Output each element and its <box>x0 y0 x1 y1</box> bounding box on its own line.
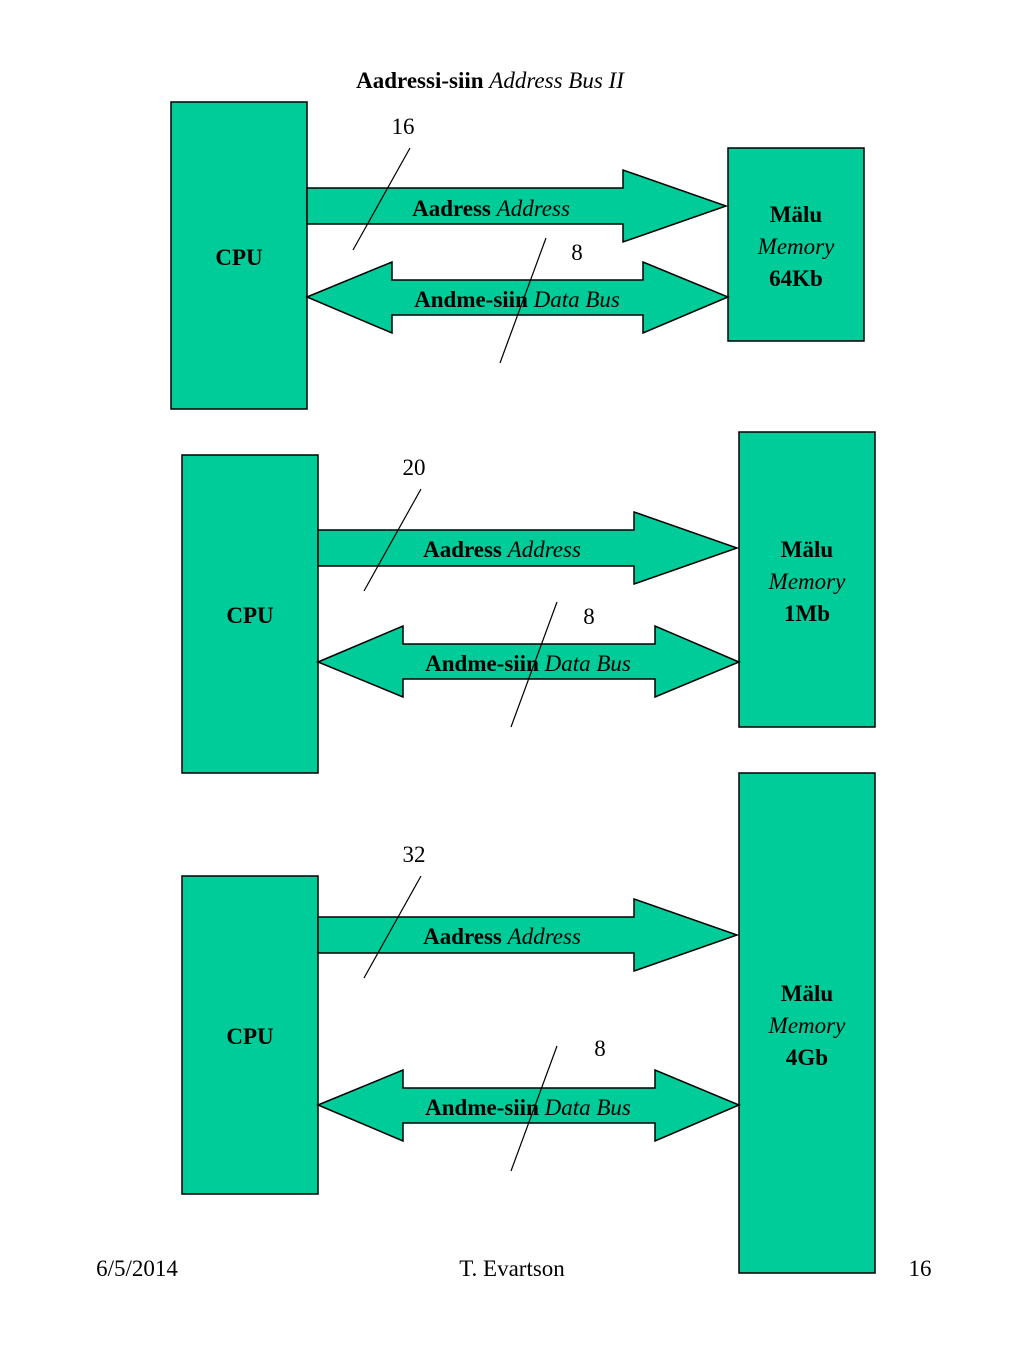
data-bus-width: 8 <box>571 240 583 265</box>
address-bus-label-italic: Address <box>506 537 581 562</box>
memory-size: 64Kb <box>769 266 823 291</box>
slide-title-italic: Address Bus II <box>487 68 625 93</box>
memory-size: 1Mb <box>784 601 830 626</box>
address-bus-width-slash <box>363 488 422 592</box>
cpu-label: CPU <box>215 245 263 270</box>
address-bus-label-bold: Aadress <box>423 537 502 562</box>
memory-box <box>727 147 865 342</box>
cpu-label: CPU <box>226 1024 274 1049</box>
address-bus-label-italic: Address <box>506 924 581 949</box>
memory-name: Mälu <box>781 537 834 562</box>
data-bus-label-italic: Data Bus <box>544 1095 631 1120</box>
data-bus-width-slash <box>510 1045 558 1172</box>
address-bus-label-bold: Aadress <box>412 196 491 221</box>
address-bus-arrow <box>306 168 729 244</box>
data-bus-label-bold: Andme-siin <box>414 287 528 312</box>
cpu-box <box>181 454 319 774</box>
cpu-box <box>181 875 319 1195</box>
data-bus-label-italic: Data Bus <box>544 651 631 676</box>
memory-name-en: Memory <box>768 569 846 594</box>
memory-box <box>738 772 876 1274</box>
data-bus-label: Andme-siin Data Bus <box>425 651 631 676</box>
address-bus-label: Aadress Address <box>423 537 581 562</box>
data-bus-label-bold: Andme-siin <box>425 651 539 676</box>
address-bus-width: 20 <box>403 455 426 480</box>
cpu-box <box>170 101 308 410</box>
data-bus-width: 8 <box>594 1036 606 1061</box>
address-bus-label: Aadress Address <box>412 196 570 221</box>
data-bus-label: Andme-siin Data Bus <box>425 1095 631 1120</box>
slide-title-bold: Aadressi-siin <box>356 68 484 93</box>
address-bus-label: Aadress Address <box>423 924 581 949</box>
footer-date: 6/5/2014 <box>96 1256 178 1281</box>
data-bus-arrow <box>305 260 730 335</box>
address-bus-arrow <box>317 897 740 973</box>
data-bus-label-bold: Andme-siin <box>425 1095 539 1120</box>
address-bus-width: 32 <box>403 842 426 867</box>
slide-title: Aadressi-siin Address Bus II <box>356 68 625 93</box>
memory-name: Mälu <box>781 981 834 1006</box>
data-bus-arrow <box>316 624 741 699</box>
cpu-label: CPU <box>226 603 274 628</box>
memory-size: 4Gb <box>786 1045 828 1070</box>
memory-box <box>738 431 876 728</box>
address-bus-width: 16 <box>392 114 415 139</box>
address-bus-width-slash <box>352 147 411 251</box>
data-bus-width: 8 <box>583 604 595 629</box>
memory-name: Mälu <box>770 202 823 227</box>
footer-page-number: 16 <box>909 1256 932 1281</box>
diagram-2: CPU Mälu Memory 1Mb Aadress Address 20 A… <box>181 431 876 774</box>
memory-name-en: Memory <box>768 1013 846 1038</box>
data-bus-width-slash <box>510 601 558 728</box>
data-bus-width-slash <box>499 237 547 364</box>
data-bus-label-italic: Data Bus <box>533 287 620 312</box>
address-bus-label-italic: Address <box>495 196 570 221</box>
address-bus-label-bold: Aadress <box>423 924 502 949</box>
data-bus-arrow <box>316 1068 741 1143</box>
footer-author: T. Evartson <box>459 1256 565 1281</box>
diagram-3: CPU Mälu Memory 4Gb Aadress Address 32 A… <box>181 772 876 1274</box>
address-bus-arrow <box>317 510 740 586</box>
address-bus-width-slash <box>363 875 422 979</box>
data-bus-label: Andme-siin Data Bus <box>414 287 620 312</box>
memory-name-en: Memory <box>757 234 835 259</box>
diagram-1: CPU Mälu Memory 64Kb Aadress Address 16 … <box>170 101 865 410</box>
